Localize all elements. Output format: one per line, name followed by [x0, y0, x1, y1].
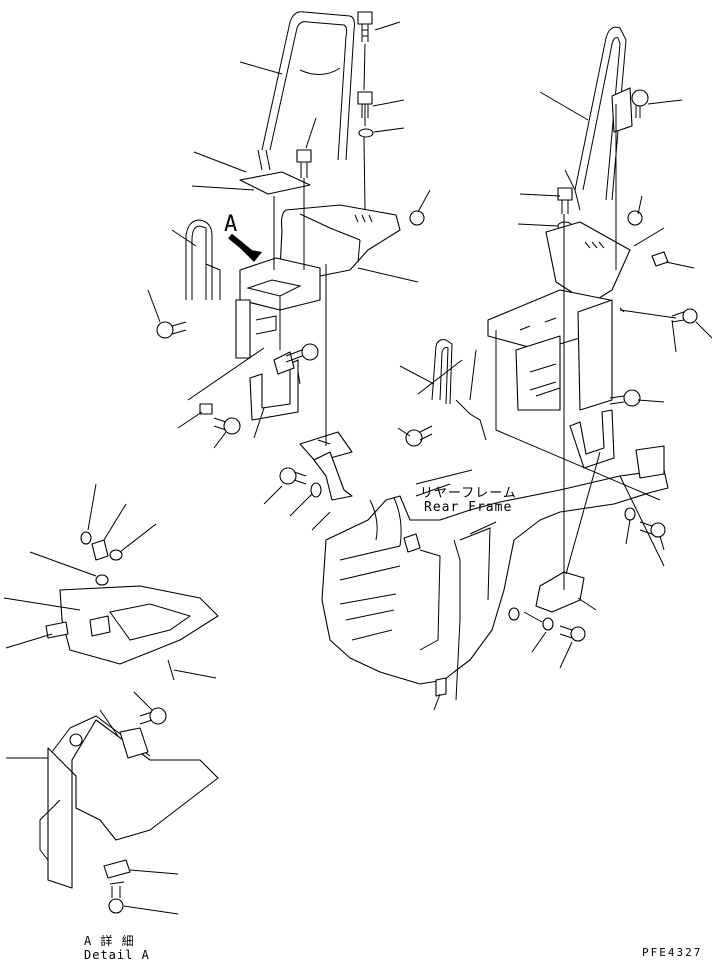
- bracket-leg-center: [313, 451, 353, 501]
- detail-a-washer-3: [95, 574, 109, 586]
- detail-a-bolt-1: [139, 707, 167, 725]
- washer-frame-right: [624, 507, 636, 521]
- right-handrail: [564, 26, 627, 211]
- right-step-ladder: [515, 335, 561, 411]
- detail-a-step-frame: [47, 719, 219, 889]
- callout-a: A: [224, 212, 238, 237]
- detail-a-cover-plate: [59, 585, 219, 665]
- detail-a-washer-1: [80, 531, 92, 545]
- drawing-part-number: PFE4327: [642, 946, 703, 959]
- bolt-center-1: [279, 467, 307, 485]
- detail-a-nut: [91, 539, 109, 561]
- detail-a-grommet: [69, 733, 83, 747]
- bolt-step-bracket: [285, 343, 319, 363]
- plug-right: [651, 251, 669, 267]
- detail-a-bolt-2: [108, 881, 125, 914]
- left-step-leg: [235, 299, 251, 359]
- detail-a-washer-2: [109, 549, 123, 561]
- bracket-plate-center: [299, 431, 353, 463]
- washer-top-left: [358, 128, 374, 138]
- washer-frame-lower: [508, 607, 520, 621]
- right-fender-top: [545, 221, 631, 301]
- left-handrail: [257, 11, 355, 171]
- washer-center: [310, 482, 322, 498]
- plate-top-left: [239, 171, 311, 195]
- bolt-frame-right: [639, 521, 666, 538]
- rear-frame-label-jp: リヤーフレーム: [420, 486, 517, 501]
- bracket-plate-right: [535, 571, 585, 613]
- handrail-bracket-right: [611, 87, 633, 133]
- bolt-right-3: [609, 389, 641, 407]
- grommet-left: [409, 210, 425, 226]
- bolt-frame-lower: [559, 625, 586, 642]
- bolt-left-handrail: [156, 321, 187, 339]
- rear-frame-label-en: Rear Frame: [424, 500, 513, 515]
- detail-a-clip: [89, 615, 111, 637]
- bolt-top-left-1: [357, 11, 373, 42]
- washer-frame-lower-2: [542, 617, 554, 631]
- bolt-right-handrail: [405, 425, 433, 447]
- rear-frame: [321, 469, 669, 685]
- bolt-top-right: [631, 89, 649, 118]
- bolt-right-1: [557, 187, 573, 214]
- bolt-clip-left: [213, 417, 241, 435]
- detail-a-label-jp: A 詳 細: [84, 934, 135, 948]
- left-fender-body: [279, 204, 401, 281]
- bolt-mid-left: [296, 149, 312, 178]
- grommet-right: [627, 210, 643, 226]
- detail-a-bracket: [45, 621, 69, 639]
- step-bracket-right: [569, 409, 615, 469]
- detail-a-plate: [119, 727, 149, 759]
- right-step-side: [577, 299, 613, 411]
- frame-rear-end: [635, 445, 665, 479]
- frame-tab: [435, 677, 447, 697]
- detail-a-spacer: [103, 859, 131, 879]
- clip-left: [199, 403, 213, 415]
- detail-a-label-en: Detail A: [84, 948, 150, 962]
- frame-clip: [403, 533, 421, 553]
- bolt-right-2: [671, 308, 698, 324]
